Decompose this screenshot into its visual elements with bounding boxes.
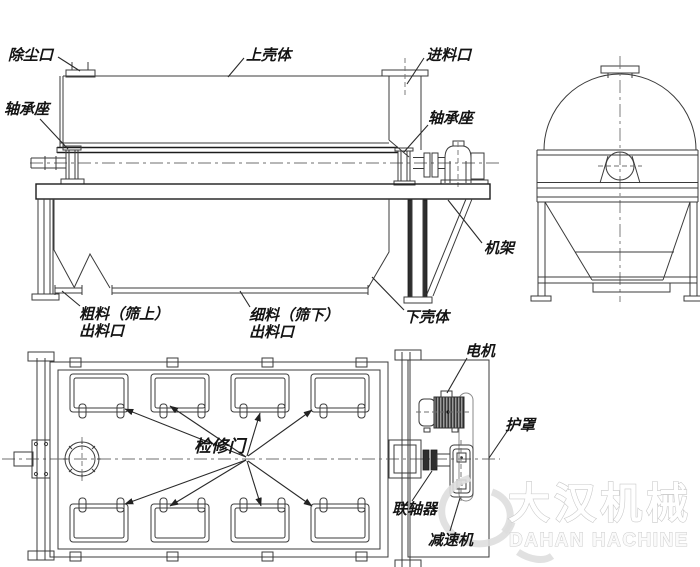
label-inspection-door: 检修门	[194, 437, 248, 456]
inspection-door	[310, 497, 370, 543]
label-coupling: 联轴器	[392, 501, 439, 518]
label-frame: 机架	[484, 240, 516, 257]
watermark-chinese: 大汉机械	[508, 480, 692, 527]
feed-hopper	[381, 58, 429, 158]
label-lower-shell: 下壳体	[404, 309, 452, 326]
inspection-door	[310, 373, 370, 419]
motor-plan	[416, 390, 470, 433]
inspection-door	[230, 373, 290, 419]
label-upper-shell: 上壳体	[246, 47, 294, 64]
coupling-plan	[422, 449, 451, 471]
label-fine-outlet-line2: 出料口	[249, 324, 296, 341]
label-coarse-outlet-line2: 出料口	[79, 323, 126, 340]
watermark-logo-swirl	[438, 474, 555, 563]
inspection-doors-top	[69, 373, 370, 419]
drum-shaft	[30, 146, 502, 164]
end-dome	[543, 56, 697, 302]
side-view-labels: 除尘口 轴承座 上壳体 进料口 轴承座 机架 下壳体 粗料（筛上） 出料口 细料…	[4, 46, 516, 341]
watermark: 大汉机械 DAHAN HACHINE	[507, 479, 692, 551]
reducer-plan	[449, 440, 474, 503]
plan-view: 检修门 电机 护罩 联轴器 减速机	[2, 343, 555, 567]
label-bearing-seat-left: 轴承座	[4, 100, 52, 118]
plan-right-end	[388, 349, 490, 567]
guard-cover	[407, 359, 490, 558]
end-hopper	[544, 201, 691, 293]
lower-hopper	[53, 199, 390, 295]
label-fine-outlet-line1: 细料（筛下）	[249, 306, 339, 324]
inspection-door	[69, 497, 129, 543]
inspection-doors-bottom	[69, 497, 370, 543]
watermark-english: DAHAN HACHINE	[509, 530, 689, 551]
label-reducer: 减速机	[428, 532, 474, 549]
end-shell-band	[536, 149, 699, 203]
inspection-door	[69, 373, 129, 419]
inspection-door	[230, 497, 290, 543]
label-bearing-seat-right: 轴承座	[428, 109, 476, 127]
label-dust-port: 除尘口	[8, 46, 55, 64]
plan-left-end	[13, 351, 55, 561]
end-view	[530, 56, 700, 302]
plan-inlet-flange	[63, 437, 101, 481]
bearing-seat-right	[393, 147, 416, 186]
frame-beam-and-legs	[31, 183, 491, 304]
label-feed-inlet: 进料口	[426, 47, 473, 64]
label-motor: 电机	[465, 343, 496, 360]
label-guard: 护罩	[505, 417, 537, 434]
label-coarse-outlet-line1: 粗料（筛上）	[79, 305, 169, 323]
inspection-door-arrows	[124, 405, 313, 507]
drive-unit-side	[413, 140, 489, 190]
upper-shell-outline	[59, 75, 389, 147]
plan-view-labels: 检修门 电机 护罩 联轴器 减速机	[124, 343, 537, 549]
inspection-door	[150, 373, 210, 419]
end-legs	[530, 202, 700, 302]
inspection-door	[150, 497, 210, 543]
side-elevation-view: 除尘口 轴承座 上壳体 进料口 轴承座 机架 下壳体 粗料（筛上） 出料口 细料…	[4, 46, 516, 341]
